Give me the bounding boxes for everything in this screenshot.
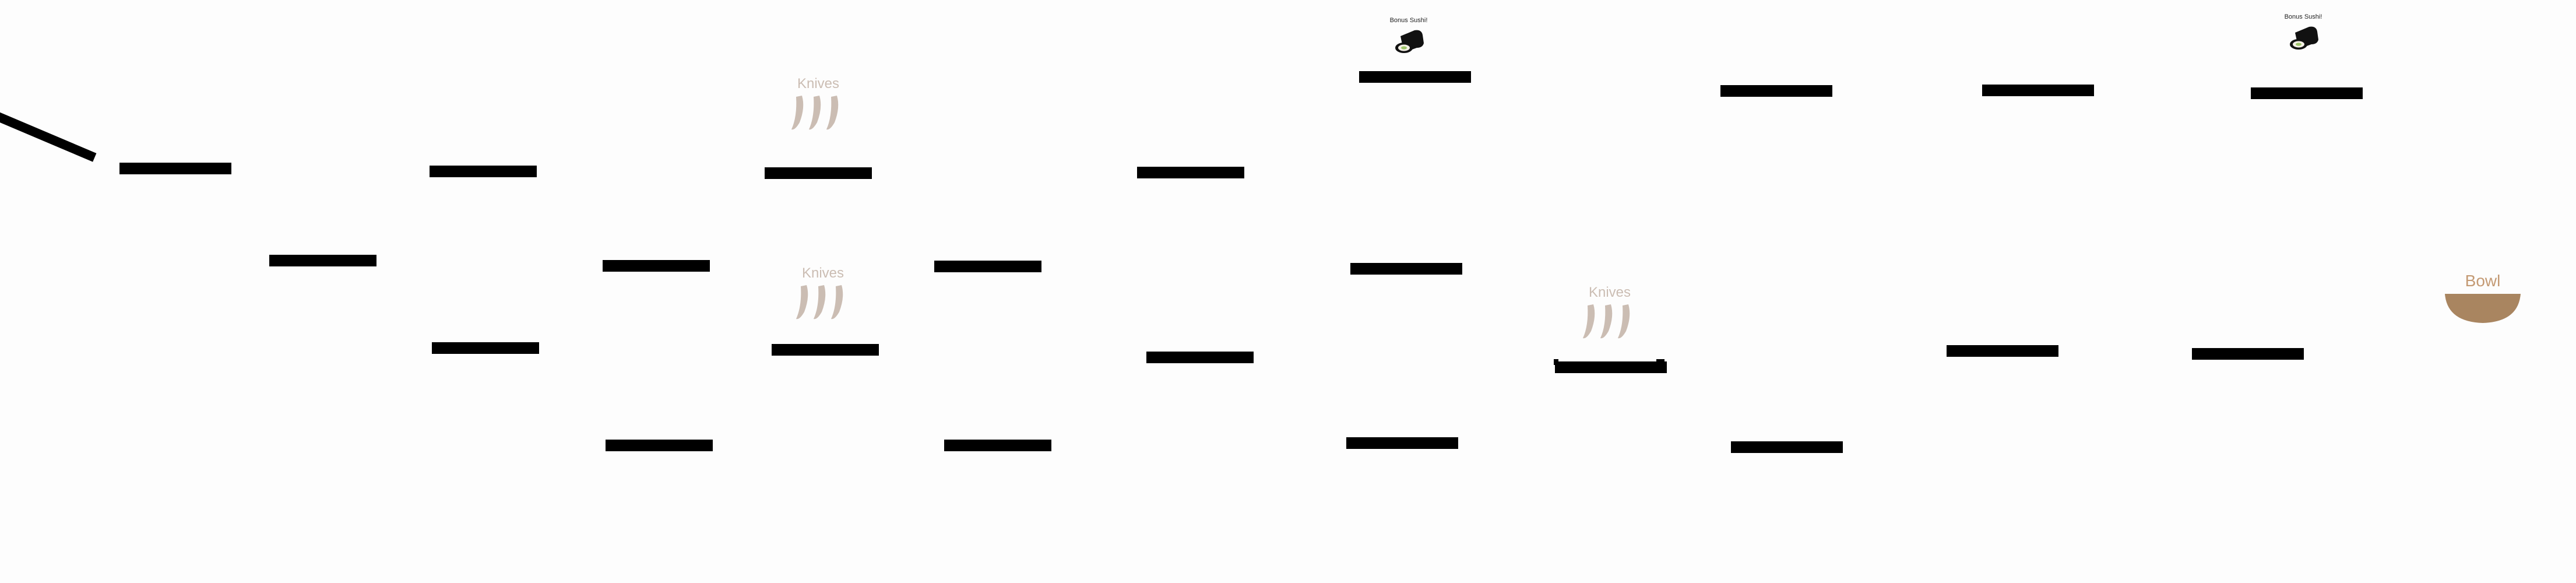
bonus-sushi: Bonus Sushi!	[1380, 16, 1438, 56]
platform	[1137, 167, 1244, 178]
platform	[1554, 359, 1558, 365]
platform	[1982, 85, 2094, 96]
bowl-label: Bowl	[2465, 272, 2501, 290]
knives-hazard: Knives	[1578, 285, 1642, 343]
sushi-roll-icon	[2290, 26, 2318, 50]
knives-label: Knives	[1588, 285, 1631, 300]
platform	[119, 163, 231, 174]
platform	[432, 342, 539, 354]
platform	[1350, 263, 1462, 275]
platform	[1359, 71, 1471, 83]
platform	[2192, 348, 2304, 360]
bowl-icon	[2445, 294, 2521, 323]
knives-label: Knives	[797, 76, 840, 92]
knives-hazard: Knives	[791, 265, 855, 324]
platform	[1656, 359, 1664, 365]
knives-icon	[796, 285, 843, 319]
platform	[1720, 85, 1832, 97]
platform	[944, 440, 1051, 451]
platform	[430, 166, 537, 177]
platform	[1947, 345, 2058, 357]
bonus-sushi: Bonus Sushi!	[2274, 13, 2332, 52]
platform	[606, 440, 713, 451]
start-ramp	[0, 111, 97, 162]
sushi-roll-icon	[1395, 30, 1424, 53]
platform	[1146, 352, 1254, 363]
platform	[1346, 437, 1458, 449]
platform	[934, 261, 1041, 272]
platform	[1555, 361, 1667, 373]
platform	[1731, 441, 1843, 453]
platform	[765, 167, 872, 179]
knives-hazard: Knives	[786, 76, 850, 134]
platform	[269, 255, 376, 266]
knives-icon	[1583, 304, 1630, 339]
bonus-sushi-label: Bonus Sushi!	[1389, 17, 1428, 24]
platform	[603, 260, 710, 272]
bonus-sushi-label: Bonus Sushi!	[2284, 13, 2322, 20]
platform	[2251, 87, 2363, 99]
knives-icon	[791, 96, 839, 130]
goal-bowl: Bowl	[2445, 272, 2521, 324]
knives-label: Knives	[801, 265, 844, 281]
platform	[772, 344, 879, 356]
